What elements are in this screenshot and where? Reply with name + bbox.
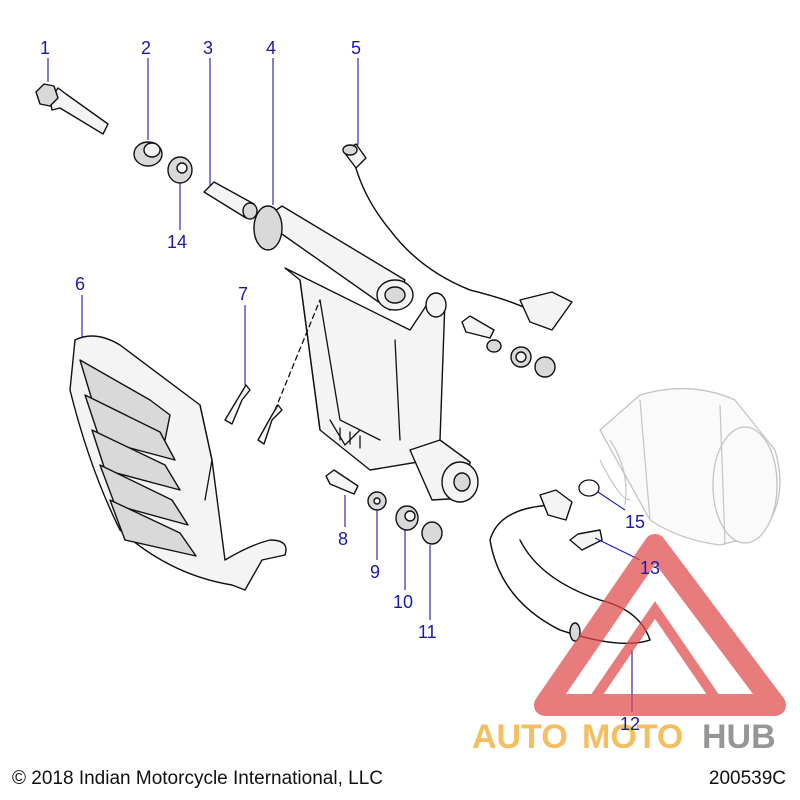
copyright-notice: © 2018 Indian Motorcycle International, … (12, 768, 383, 789)
grille-shroud-part (69, 335, 287, 591)
grommet-10-part (395, 505, 419, 531)
callout-1: 1 (40, 38, 50, 58)
callout-10: 10 (393, 592, 413, 612)
leader-lines (47, 58, 641, 712)
grommet-part (133, 141, 163, 167)
mount-hardware-right (461, 315, 556, 378)
washer-9-part (367, 491, 387, 511)
callout-4: 4 (266, 38, 276, 58)
callout-15: 15 (625, 512, 645, 532)
washer-11-part (421, 521, 443, 545)
callout-7: 7 (238, 284, 248, 304)
callout-3: 3 (203, 38, 213, 58)
automotohub-watermark-logo: AUTO MOTO HUB (472, 534, 786, 756)
oil-cooler-part (253, 205, 479, 503)
svg-text:HUB: HUB (702, 718, 776, 756)
callout-6: 6 (75, 274, 85, 294)
callout-8: 8 (338, 529, 348, 549)
banjo-bolt-part (569, 529, 603, 551)
svg-text:MOTO: MOTO (582, 718, 683, 756)
callout-2: 2 (141, 38, 151, 58)
push-rivet-part (224, 299, 321, 445)
oil-line-part (489, 489, 651, 644)
callout-14: 14 (167, 232, 187, 252)
bolt-part (35, 83, 109, 135)
callout-9: 9 (370, 562, 380, 582)
oil-filter-reference (599, 387, 781, 546)
callout-13: 13 (640, 558, 660, 578)
spacer-sleeve-part (203, 181, 258, 220)
callout-5: 5 (351, 38, 361, 58)
o-ring-part (578, 479, 600, 497)
oil-hose-part (342, 143, 573, 331)
callout-labels: 1 2 3 4 5 6 7 8 9 10 11 12 13 14 15 (40, 38, 660, 734)
washer-part (167, 156, 193, 184)
callout-12: 12 (620, 714, 640, 734)
bolt-8-part (325, 469, 359, 495)
callout-11: 11 (418, 622, 437, 642)
svg-text:AUTO: AUTO (472, 718, 568, 756)
diagram-code: 200539C (708, 768, 786, 789)
